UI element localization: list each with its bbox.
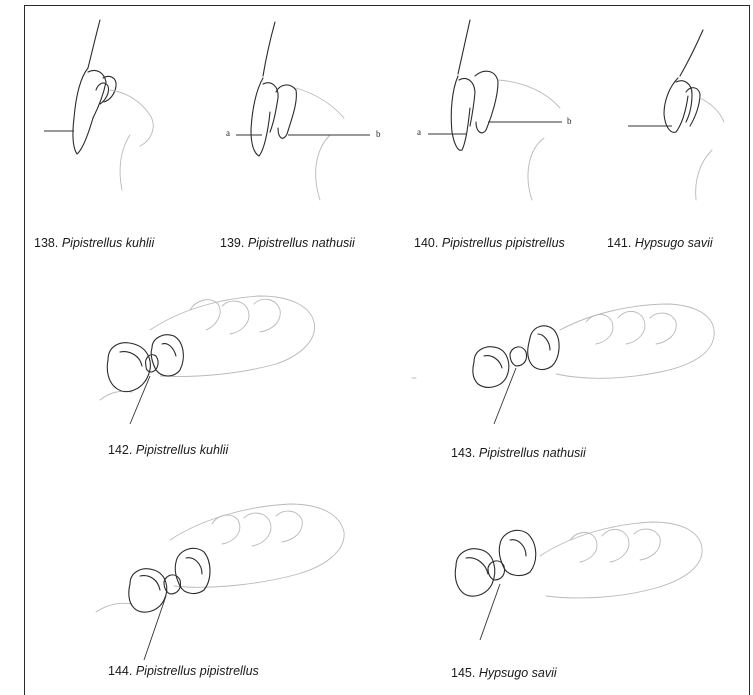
species-name: Pipistrellus kuhlii [136,443,228,457]
pointer-label-b-140: b [567,116,572,126]
species-name: Pipistrellus kuhlii [62,236,154,250]
pointer-label-a-140: a [417,127,421,137]
pointer-label-b-139: b [376,129,381,139]
species-name: Hypsugo savii [479,666,557,680]
figure-number: 139. [220,236,244,250]
figure-number: 140. [414,236,438,250]
caption-142: 142. Pipistrellus kuhlii [108,443,228,457]
figure-number: 142. [108,443,132,457]
species-name: Pipistrellus pipistrellus [442,236,565,250]
caption-138: 138. Pipistrellus kuhlii [34,236,154,250]
figure-number: 138. [34,236,58,250]
species-name: Hypsugo savii [635,236,713,250]
caption-140: 140. Pipistrellus pipistrellus [414,236,565,250]
caption-139: 139. Pipistrellus nathusii [220,236,355,250]
species-name: Pipistrellus pipistrellus [136,664,259,678]
species-name: Pipistrellus nathusii [479,446,586,460]
caption-145: 145. Hypsugo savii [451,666,557,680]
figure-number: 144. [108,664,132,678]
figure-number: 143. [451,446,475,460]
figure-143-drawing [412,304,714,424]
figure-139-drawing [236,22,370,200]
figure-142-drawing [100,296,315,424]
figure-number: 141. [607,236,631,250]
caption-141: 141. Hypsugo savii [607,236,713,250]
figure-number: 145. [451,666,475,680]
species-name: Pipistrellus nathusii [248,236,355,250]
figure-145-drawing [455,522,702,640]
caption-143: 143. Pipistrellus nathusii [451,446,586,460]
caption-144: 144. Pipistrellus pipistrellus [108,664,259,678]
figure-140-drawing [428,20,562,200]
figure-138-drawing [44,20,153,190]
figure-144-drawing [96,504,344,660]
figure-141-drawing [628,30,724,200]
pointer-label-a-139: a [226,128,230,138]
